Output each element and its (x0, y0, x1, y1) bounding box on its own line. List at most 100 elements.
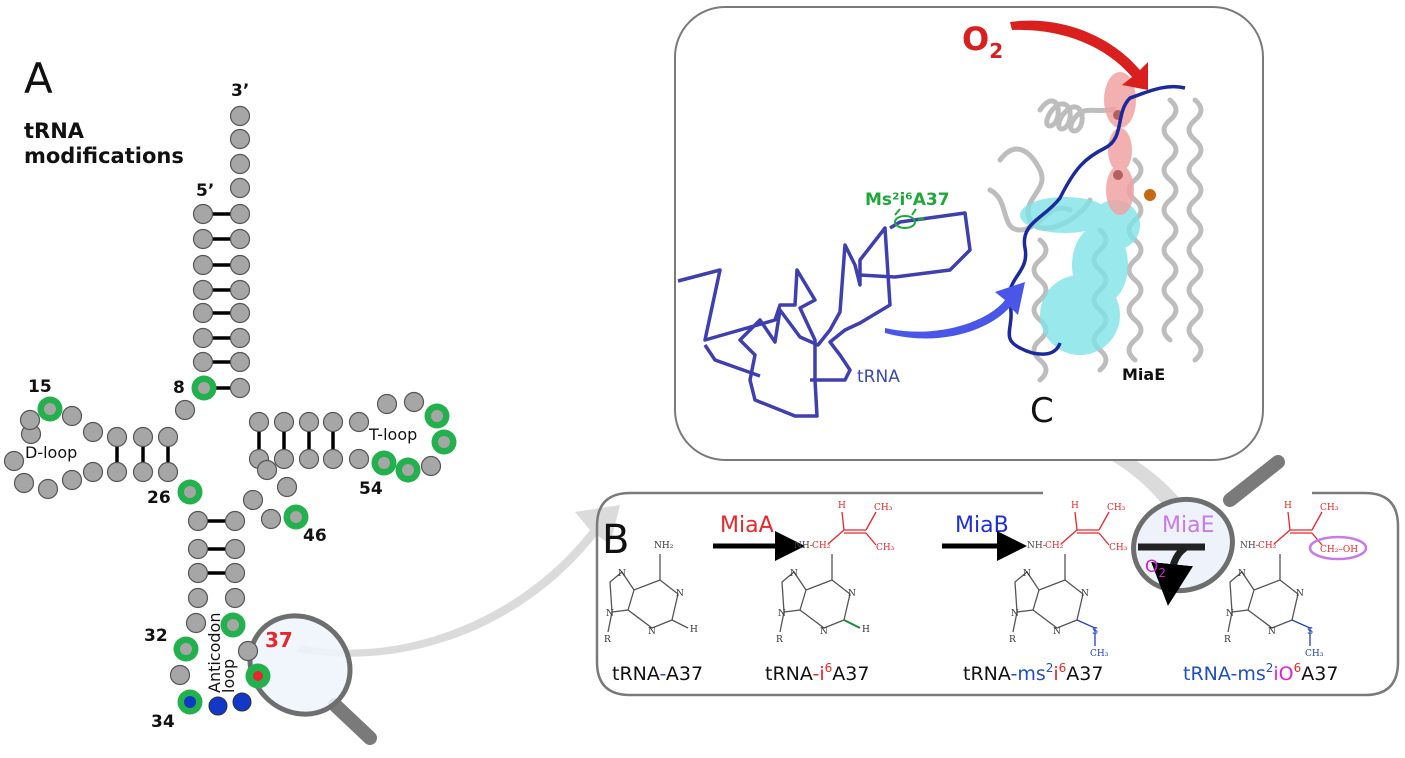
modified-nucleotide (173, 636, 199, 662)
atom-label: N (1296, 589, 1304, 599)
atom-label: N (1226, 609, 1234, 619)
bond (609, 571, 635, 613)
position-8: 8 (173, 378, 185, 398)
anticodon-nucleotide (232, 692, 252, 712)
position-15: 15 (28, 377, 52, 397)
red-arrow-o2 (1010, 20, 1148, 90)
nucleotide (224, 538, 246, 560)
substrate-channel-cyan (1020, 197, 1140, 355)
nucleotides (3, 105, 457, 716)
bond (1014, 571, 1040, 613)
nucleotide (298, 411, 320, 433)
nucleotide (224, 562, 246, 584)
atom-label: CH₃ (1320, 503, 1339, 513)
nucleotide (348, 448, 370, 470)
nucleotide (19, 409, 41, 431)
bond (1229, 571, 1255, 613)
atom-label: N (676, 589, 684, 599)
nucleotide (229, 128, 251, 150)
panel-a-letter: A (24, 54, 53, 103)
nucleotide (229, 279, 251, 301)
modified-nucleotide (177, 479, 203, 505)
atom-label: N (848, 589, 856, 599)
bond (844, 529, 866, 534)
bond (1227, 611, 1233, 633)
hydroxyl-highlight (1308, 535, 1368, 561)
atom-label: N (790, 569, 798, 579)
nucleotide (348, 411, 370, 433)
gray-arrow-to-b (298, 505, 620, 657)
atom-label: R (776, 635, 783, 645)
nucleotide (273, 448, 295, 470)
atom-label: H (690, 625, 698, 635)
nucleotide (229, 177, 251, 199)
nucleotide (229, 203, 251, 225)
arrow-miae (1138, 543, 1205, 585)
bond (1032, 579, 1084, 629)
nucleotide (229, 302, 251, 324)
bond (865, 511, 877, 546)
nucleotide-a37 (245, 663, 271, 689)
nucleotide (192, 203, 214, 225)
blue-arrow-trna-to-miae (885, 282, 1025, 339)
bond (607, 611, 613, 633)
nucleotide (276, 476, 298, 498)
panel-a-title-line2: modifications (24, 144, 184, 168)
nucleotide (82, 461, 104, 483)
modified-nucleotide (424, 403, 450, 429)
modified-nucleotide (191, 375, 217, 401)
label-5-prime: 5’ (196, 181, 214, 201)
trna-backbone (677, 211, 972, 418)
nucleotide (229, 228, 251, 250)
position-26: 26 (147, 488, 171, 508)
bond (779, 611, 785, 633)
miae-cofactor-o2: O2 (1145, 557, 1166, 580)
atom-label: N (1081, 589, 1089, 599)
nucleotide (82, 421, 104, 443)
nucleotides-a37-region (237, 640, 271, 689)
atom-label: N (1238, 569, 1246, 579)
atom-label: N (618, 569, 626, 579)
nucleotide (192, 228, 214, 250)
modified-nucleotide (395, 457, 421, 483)
nucleotide (273, 411, 295, 433)
d-loop-label: D-loop (25, 443, 77, 462)
caption-trna-ms2io6a37: tRNA-ms2iO6A37 (1183, 661, 1338, 685)
nucleotide (224, 510, 246, 532)
atom-label: CH₂ (1258, 541, 1277, 551)
atom-label: R (604, 635, 611, 645)
nucleotide (157, 461, 179, 483)
nucleotide (229, 254, 251, 276)
atom-label: CH₃ (874, 503, 893, 513)
nucleotide (229, 327, 251, 349)
enzyme-miaa: MiaA (720, 513, 774, 538)
atom-label: R (1009, 635, 1016, 645)
nucleotide (260, 508, 282, 530)
bond (1247, 579, 1299, 629)
atom-label: N (1268, 627, 1276, 637)
anticodon-loop-label: Anticodonloop (205, 613, 238, 693)
nucleotide (187, 587, 209, 609)
nucleotide (322, 411, 344, 433)
iron-site (1144, 189, 1156, 201)
nucleotide (242, 489, 264, 511)
bond (1077, 529, 1099, 534)
nucleotide (169, 664, 191, 686)
nucleotide (298, 448, 320, 470)
nucleotide (187, 510, 209, 532)
nucleotide (3, 450, 25, 472)
nucleotide (61, 405, 83, 427)
nucleotide (106, 426, 128, 448)
nucleotide (248, 411, 270, 433)
nucleotide (229, 153, 251, 175)
nucleotide (229, 351, 251, 373)
atom-label: N (1053, 627, 1061, 637)
bond (1273, 511, 1291, 545)
nucleotide (157, 426, 179, 448)
panel-c-letter: C (1030, 391, 1054, 431)
trna-label: tRNA (857, 367, 900, 387)
modified-nucleotide (371, 450, 397, 476)
position-46: 46 (303, 526, 327, 546)
atom-label: R (1224, 635, 1231, 645)
